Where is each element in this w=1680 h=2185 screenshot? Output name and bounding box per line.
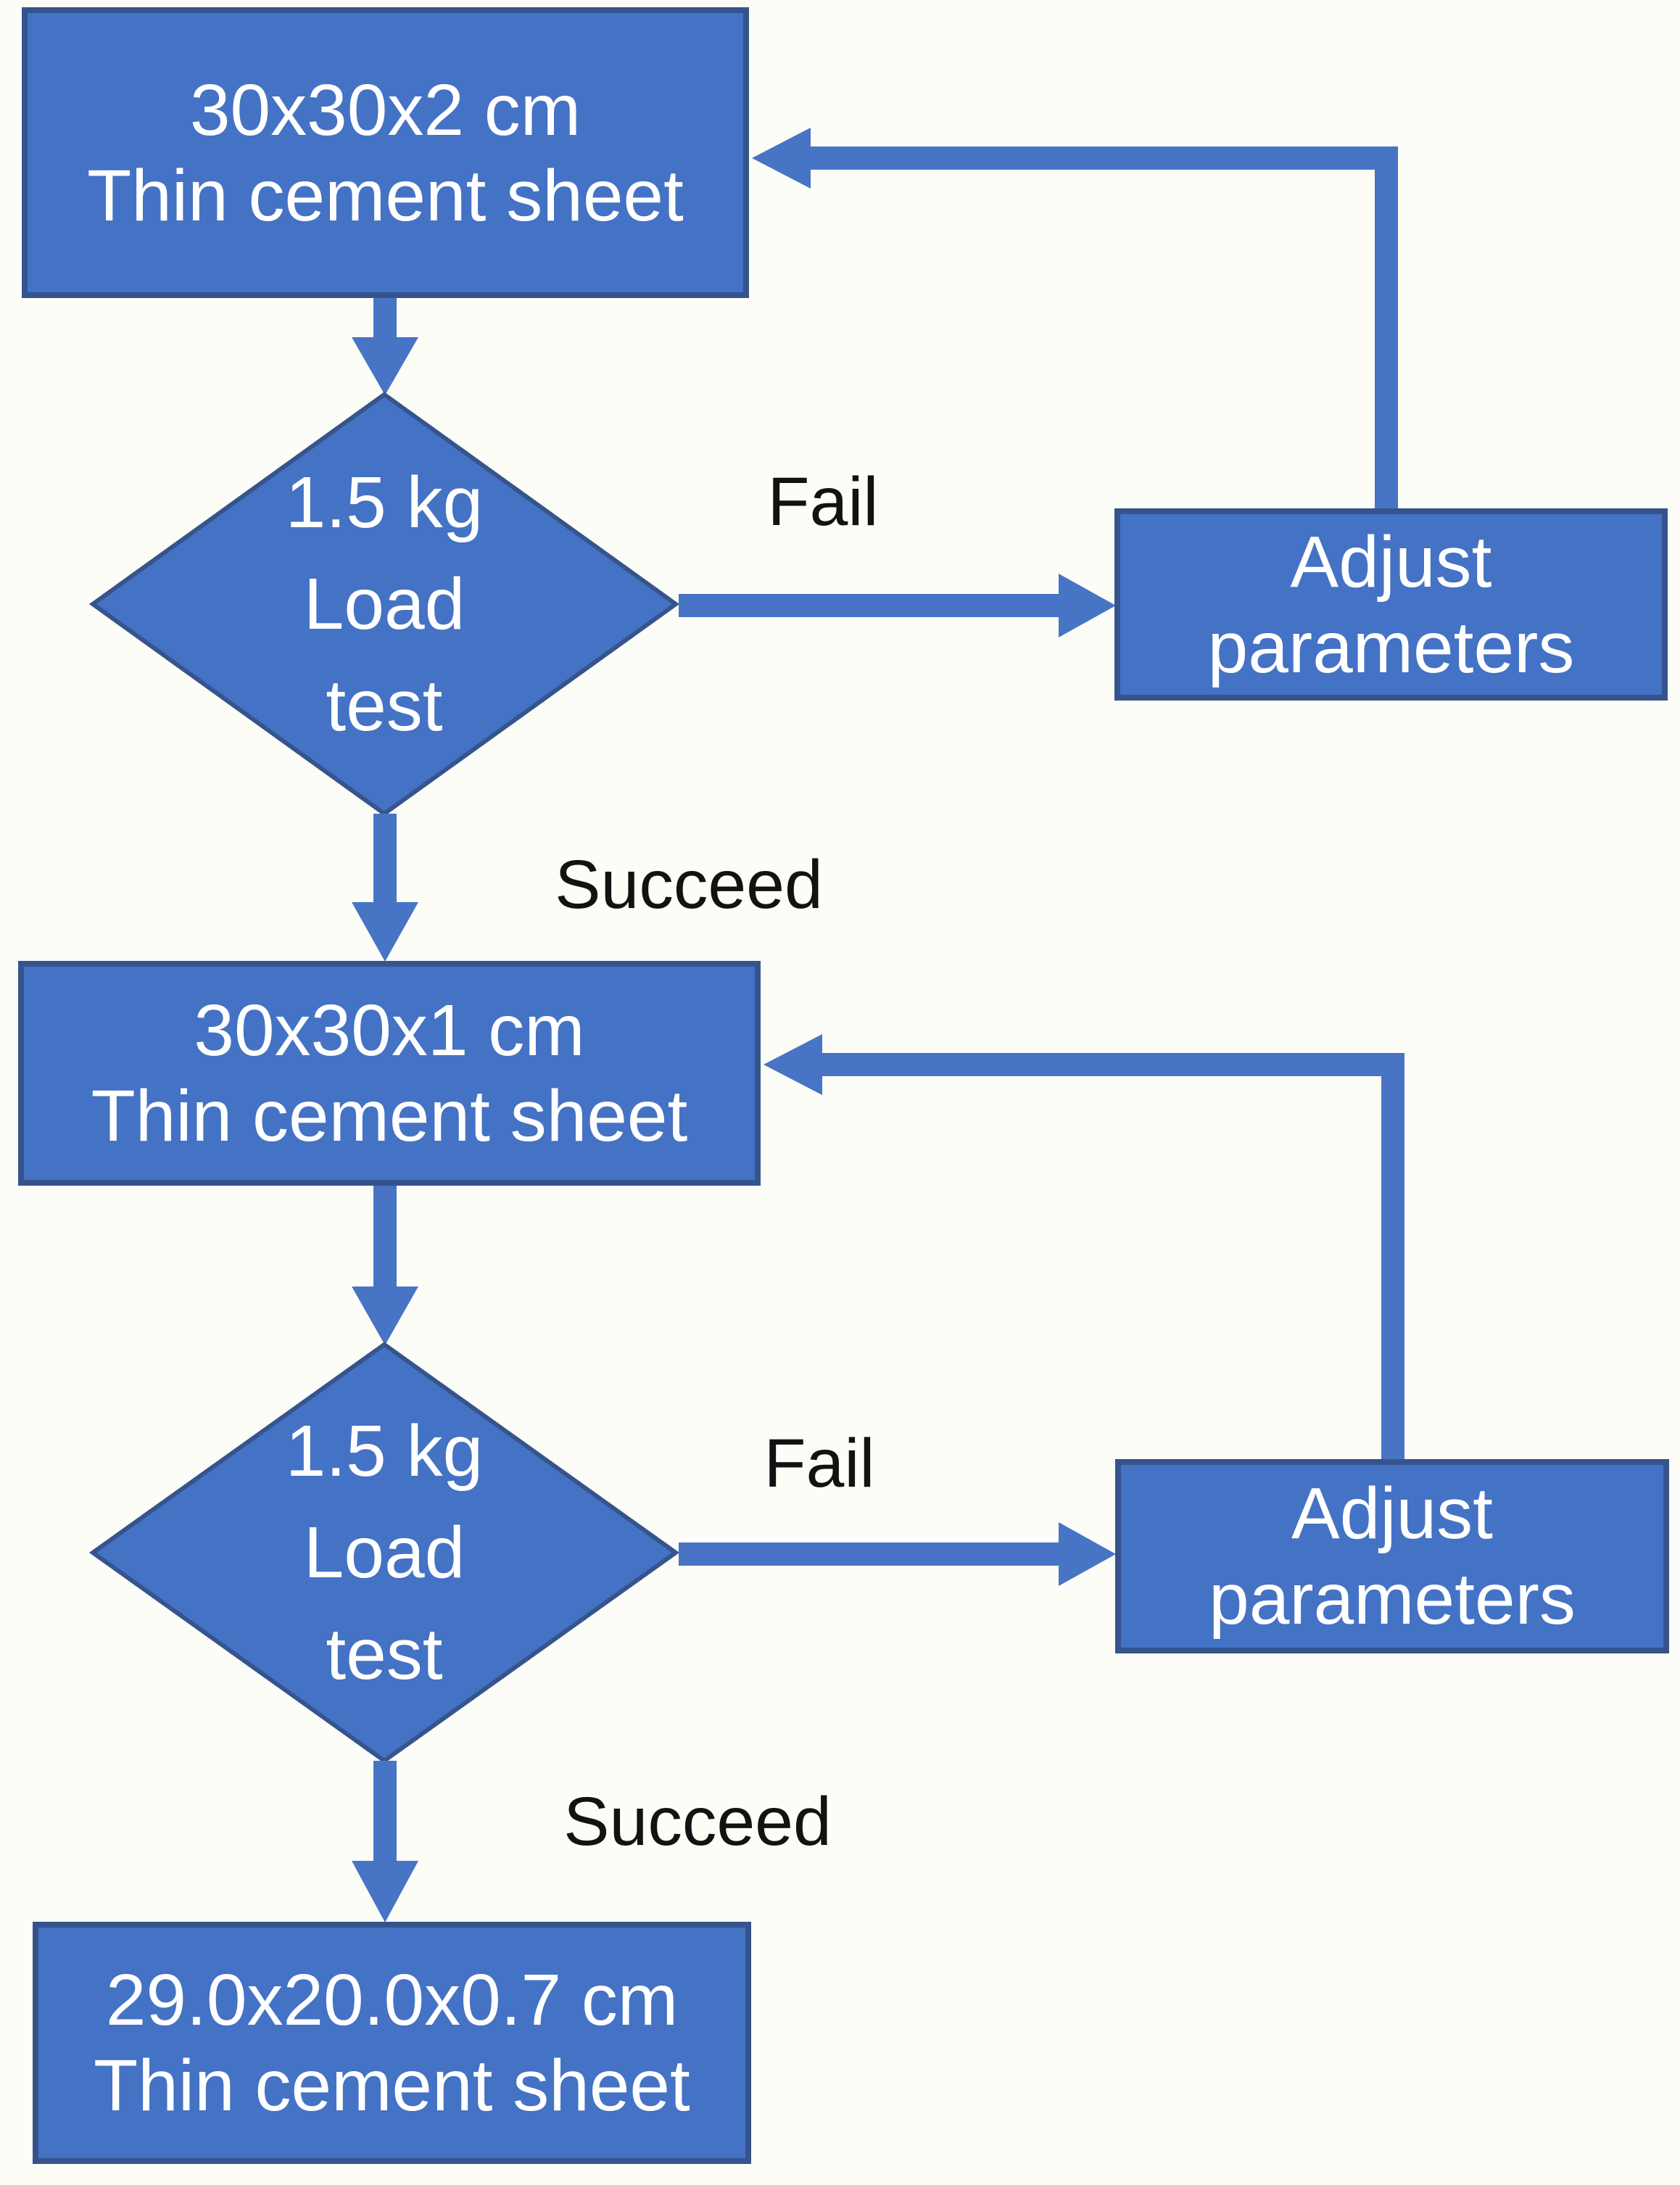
arrow-sheet1-to-test1-head xyxy=(352,337,418,395)
node-adjust1-line1: Adjust xyxy=(1290,521,1492,603)
decision-test2-line3: test xyxy=(326,1614,443,1695)
node-sheet2-line2: Thin cement sheet xyxy=(91,1075,688,1157)
feedback1-horizontal-line xyxy=(811,146,1398,170)
feedback1-vertical-line xyxy=(1375,146,1398,510)
node-adjust1: Adjust parameters xyxy=(1114,508,1668,701)
arrow-fail2-head xyxy=(1059,1522,1116,1586)
decision-test1-line2: Load xyxy=(303,563,465,645)
edge-label-succeed2: Succeed xyxy=(563,1783,832,1860)
arrow-sheet2-to-test2-head xyxy=(352,1286,418,1345)
edge-label-fail1: Fail xyxy=(767,463,879,540)
node-sheet3-line1: 29.0x20.0x0.7 cm xyxy=(105,1959,679,2041)
arrow-fail1-head xyxy=(1059,574,1116,637)
node-sheet2: 30x30x1 cm Thin cement sheet xyxy=(18,961,761,1186)
decision-test1-line1: 1.5 kg xyxy=(285,462,484,543)
edge-label-succeed1: Succeed xyxy=(555,846,823,923)
feedback2-horizontal-line xyxy=(822,1053,1404,1076)
node-sheet1-line1: 30x30x2 cm xyxy=(189,69,582,151)
decision-test1-line3: test xyxy=(326,665,443,746)
arrow-succeed2-shaft xyxy=(373,1761,397,1862)
node-adjust1-line2: parameters xyxy=(1207,606,1575,688)
feedback2-arrowhead xyxy=(764,1034,822,1095)
arrow-succeed1-head xyxy=(352,902,418,962)
node-sheet3-line2: Thin cement sheet xyxy=(94,2045,690,2126)
node-adjust2: Adjust parameters xyxy=(1115,1459,1669,1653)
node-sheet2-line1: 30x30x1 cm xyxy=(194,990,585,1071)
node-sheet1: 30x30x2 cm Thin cement sheet xyxy=(22,7,749,298)
feedback1-arrowhead xyxy=(752,128,811,189)
decision-test2: 1.5 kg Load test xyxy=(93,1345,676,1761)
arrow-succeed2-head xyxy=(352,1861,418,1922)
decision-test2-line1: 1.5 kg xyxy=(285,1410,484,1492)
edge-label-fail2: Fail xyxy=(764,1425,875,1502)
node-adjust2-line1: Adjust xyxy=(1291,1473,1493,1554)
arrow-fail2-shaft xyxy=(679,1542,1059,1566)
node-sheet1-line2: Thin cement sheet xyxy=(87,154,684,236)
node-adjust2-line2: parameters xyxy=(1209,1558,1576,1640)
arrow-fail1-shaft xyxy=(679,594,1059,617)
arrow-sheet2-to-test2-shaft xyxy=(373,1185,397,1288)
decision-test1: 1.5 kg Load test xyxy=(93,395,676,814)
feedback2-vertical-line xyxy=(1381,1053,1404,1461)
decision-test2-line2: Load xyxy=(303,1512,465,1593)
arrow-sheet1-to-test1-shaft xyxy=(373,298,397,339)
arrow-succeed1-shaft xyxy=(373,814,397,904)
node-sheet3: 29.0x20.0x0.7 cm Thin cement sheet xyxy=(33,1922,751,2164)
